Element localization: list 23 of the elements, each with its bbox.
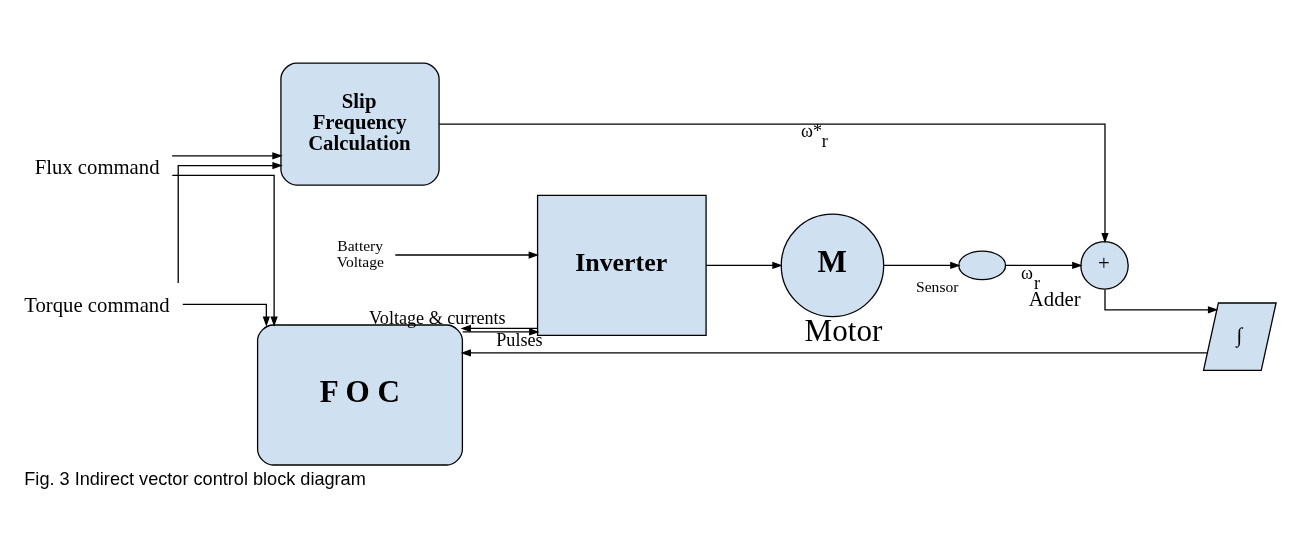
node-text: Flux command: [34, 156, 160, 179]
arrow: [394, 251, 539, 259]
arrow: [182, 303, 270, 327]
arrow: [705, 261, 783, 270]
node-box: Slip Frequency Calculation: [280, 62, 440, 186]
node-text: Torque command: [24, 293, 170, 316]
arrow: [460, 349, 1208, 357]
arrow: [883, 261, 961, 270]
node-text: Battery Voltage: [336, 236, 384, 271]
node-box: Inverter: [536, 194, 707, 337]
arrow: [1005, 261, 1083, 270]
node-ellipse: [958, 250, 1007, 281]
caption: Fig. 3 Indirect vector control block diagram: [24, 468, 366, 489]
node-circle: M: [780, 213, 885, 318]
arrow: [177, 161, 283, 284]
node-label: Sensor: [916, 278, 959, 296]
node-circle: +: [1080, 241, 1129, 290]
arrow: [171, 174, 278, 327]
arrow: [171, 152, 283, 160]
arrow: [462, 328, 540, 336]
arrow: [1104, 289, 1219, 314]
arrow: [438, 123, 1109, 244]
arrow: [460, 324, 539, 333]
